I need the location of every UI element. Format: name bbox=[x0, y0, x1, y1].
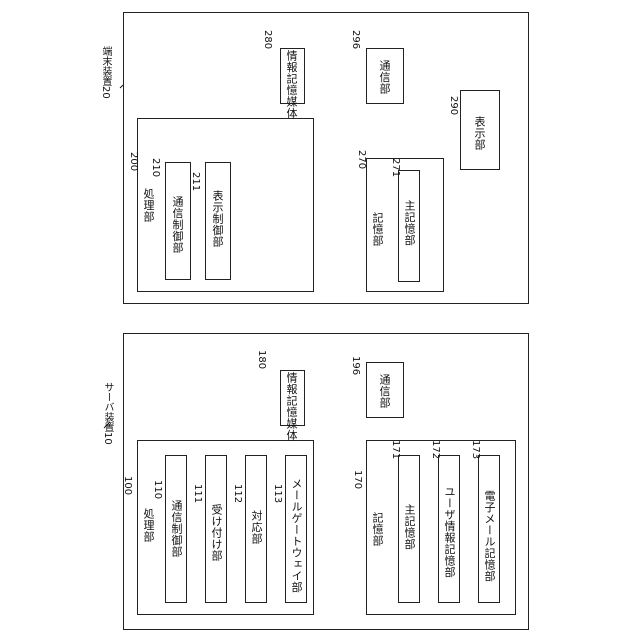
terminal-comm-control-ref: 210 bbox=[150, 158, 161, 177]
terminal-processing-label: 処理部 bbox=[143, 188, 154, 223]
terminal-comm-label: 通信部 bbox=[379, 60, 390, 95]
terminal-display-control-label: 表示制御部 bbox=[212, 190, 223, 248]
server-info-media-ref: 180 bbox=[256, 350, 267, 369]
server-response-ref: 112 bbox=[232, 484, 243, 503]
terminal-processing-ref: 200 bbox=[128, 152, 139, 171]
server-storage-ref: 170 bbox=[352, 470, 363, 489]
server-mail-gateway-label: メールゲートウェイ部 bbox=[291, 478, 302, 593]
server-main-storage-label: 主記憶部 bbox=[404, 504, 415, 550]
server-main-storage-ref: 171 bbox=[390, 440, 401, 459]
terminal-comm-control-label: 通信制御部 bbox=[172, 196, 183, 254]
server-info-media-label: 情報記憶媒体 bbox=[286, 372, 297, 441]
server-reception-ref: 111 bbox=[192, 484, 203, 503]
terminal-device-title: 端末装置20 bbox=[98, 46, 113, 99]
terminal-main-storage-label: 主記憶部 bbox=[404, 200, 415, 246]
server-comm-ref: 196 bbox=[350, 356, 361, 375]
terminal-info-media-label: 情報記憶媒体 bbox=[286, 50, 297, 119]
terminal-storage-label: 記憶部 bbox=[372, 212, 383, 247]
server-user-info-storage-ref: 172 bbox=[430, 440, 441, 459]
terminal-display-label: 表示部 bbox=[474, 116, 485, 151]
server-comm-control-ref: 110 bbox=[152, 480, 163, 499]
server-processing-ref: 100 bbox=[122, 476, 133, 495]
terminal-display-ref: 290 bbox=[448, 96, 459, 115]
server-device-title: サーバ装置10 bbox=[100, 382, 115, 445]
terminal-storage-ref: 270 bbox=[356, 150, 367, 169]
server-processing-label: 処理部 bbox=[143, 508, 154, 543]
server-comm-label: 通信部 bbox=[379, 374, 390, 409]
terminal-info-media-ref: 280 bbox=[262, 30, 273, 49]
server-email-storage-label: 電子メール記憶部 bbox=[484, 490, 495, 582]
terminal-display-control-ref: 211 bbox=[190, 172, 201, 191]
server-email-storage-ref: 173 bbox=[470, 440, 481, 459]
terminal-comm-ref: 296 bbox=[350, 30, 361, 49]
server-user-info-storage-label: ユーザ情報記憶部 bbox=[444, 486, 455, 578]
server-storage-label: 記憶部 bbox=[372, 512, 383, 547]
server-reception-label: 受け付け部 bbox=[211, 504, 222, 562]
server-comm-control-label: 通信制御部 bbox=[171, 500, 182, 558]
terminal-main-storage-ref: 271 bbox=[390, 158, 401, 177]
server-mail-gateway-ref: 113 bbox=[272, 484, 283, 503]
server-response-label: 対応部 bbox=[251, 510, 262, 545]
